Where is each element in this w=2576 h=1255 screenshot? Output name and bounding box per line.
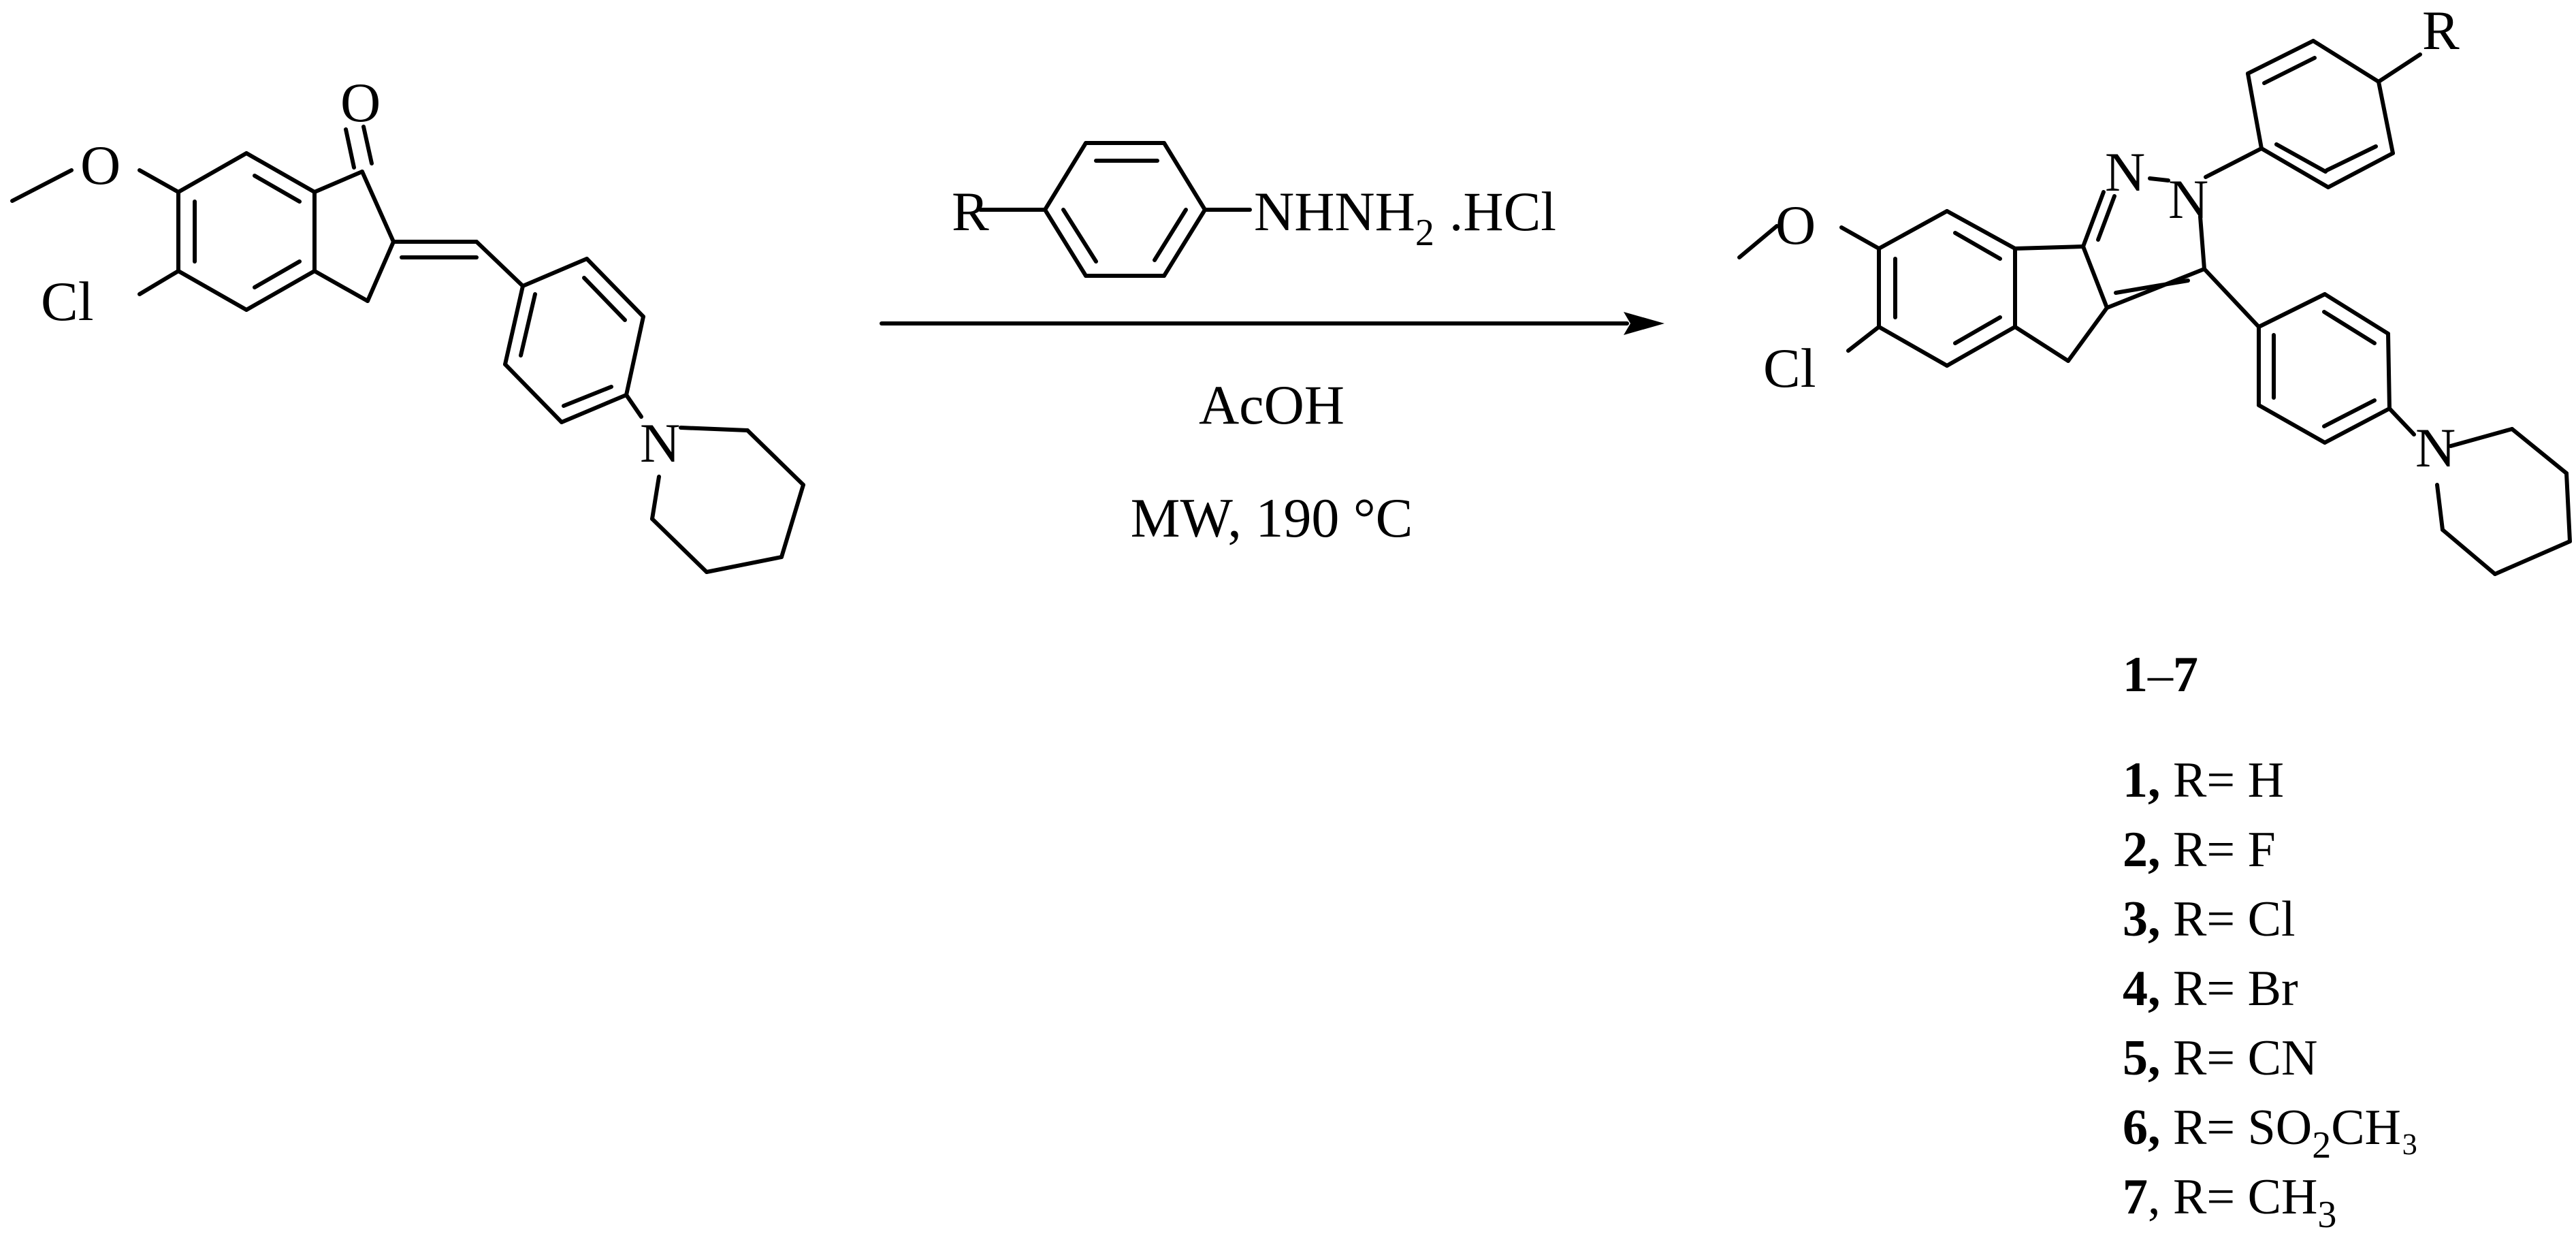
substituent-formula: Br [2248,961,2298,1017]
product-piperidine-nitrogen: N [2415,417,2456,479]
substituent-row: 7, R= CH3 [2123,1169,2336,1236]
compound-number: 6, [2123,1100,2161,1156]
substituent-row: 3, R= Cl [2123,891,2296,947]
compound-range-end: 7 [2173,647,2198,703]
product-pyrazole-nitrogen-1: N [2105,141,2145,203]
product-r-group: R [2422,0,2460,61]
reactant-carbonyl-oxygen: O [340,72,381,133]
reagent-structure [978,141,1252,278]
substituent-formula: CH [2248,1169,2318,1225]
reactant-chloro-atom: Cl [41,270,93,332]
compound-number: 7 [2123,1169,2148,1225]
reagent-salt: .HCl [1449,180,1556,242]
compound-number: 5, [2123,1030,2161,1086]
reaction-arrow [880,312,1664,335]
substituent-formula: Cl [2248,891,2296,947]
reactant-structure [10,125,805,574]
substituent-formula-tail: CH₃ [2331,1100,2419,1156]
compound-number: 3, [2123,891,2161,947]
reagent-r-group: R [952,180,989,242]
r-equals-label: R= [2161,1100,2248,1156]
substituent-formula: SO [2248,1100,2313,1156]
reactant-piperidine-nitrogen: N [640,412,680,474]
compound-range-dash: – [2147,647,2174,703]
compound-number: 4, [2123,961,2161,1017]
substituent-row: 4, R= Br [2123,961,2298,1017]
substituent-row: 5, R= CN [2123,1030,2317,1086]
r-equals-label: R= [2161,752,2248,808]
r-equals-label: R= [2161,891,2248,947]
compound-range-label: 1–7 [2123,647,2198,703]
reagent-hydrazine: NHNH2 .HCl [1254,180,1556,254]
substituent-row: 1, R= H [2123,752,2284,808]
substituent-row: 2, R= F [2123,822,2276,878]
r-equals-label: R= [2161,1030,2248,1086]
substituent-formula: H [2248,752,2284,808]
r-equals-label: R= [2161,961,2248,1017]
reactant-methoxy-oxygen: O [80,134,120,196]
substituent-row: 6, R= SO2CH₃ [2123,1100,2419,1166]
substituent-subscript: 3 [2317,1194,2336,1236]
product-chloro-atom: Cl [1763,337,1816,399]
r-equals-label: , R= [2148,1169,2248,1225]
substituent-formula: CN [2248,1030,2318,1086]
product-pyrazole-nitrogen-2: N [2168,168,2208,230]
compound-range-start: 1 [2123,647,2148,703]
reagent-hydrazine-main: NHNH [1254,180,1415,242]
product-methoxy-oxygen: O [1775,194,1816,256]
compound-number: 2, [2123,822,2161,878]
substituent-legend: 1, R= H2, R= F3, R= Cl4, R= Br5, R= CN6,… [2123,752,2419,1236]
product-structure [1737,39,2572,576]
reagent-hydrazine-subscript: 2 [1415,212,1434,254]
compound-number: 1, [2123,752,2161,808]
condition-microwave: MW, 190 °C [1131,487,1413,549]
substituent-subscript: 2 [2312,1124,2331,1166]
substituent-formula: F [2248,822,2276,878]
condition-solvent: AcOH [1199,374,1345,436]
r-equals-label: R= [2161,822,2248,878]
